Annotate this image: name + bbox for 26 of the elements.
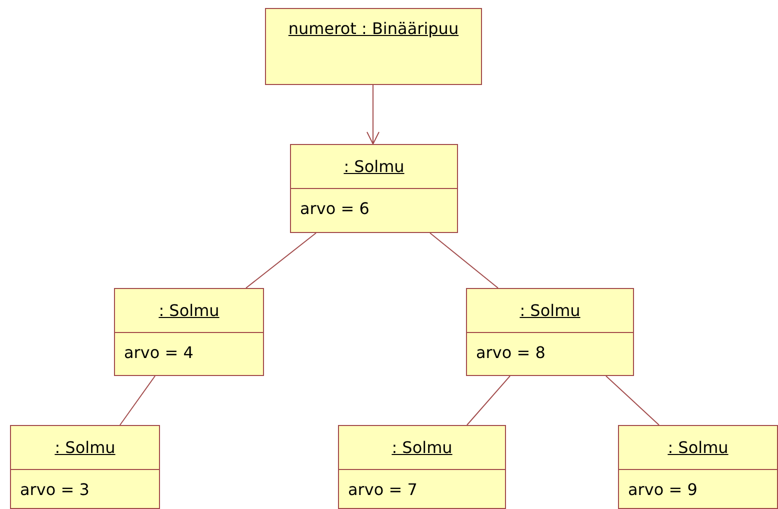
object-name: : Solmu bbox=[520, 301, 580, 320]
link-line bbox=[246, 232, 316, 288]
attribute-text: arvo = 3 bbox=[19, 479, 90, 499]
object-box bbox=[618, 425, 778, 509]
link-line bbox=[430, 232, 498, 288]
arrow bbox=[366, 84, 380, 144]
object-box bbox=[265, 8, 482, 85]
attribute-text: arvo = 4 bbox=[123, 342, 194, 362]
object-box bbox=[466, 288, 634, 376]
link-line bbox=[606, 376, 660, 426]
object-box bbox=[290, 144, 458, 233]
object-name: : Solmu bbox=[392, 438, 452, 457]
attribute-text: arvo = 8 bbox=[475, 342, 546, 362]
link-line bbox=[466, 376, 510, 426]
link-line bbox=[120, 376, 156, 426]
object-box bbox=[114, 288, 264, 376]
attribute-text: arvo = 6 bbox=[299, 198, 370, 218]
object-name: : Solmu bbox=[54, 438, 116, 457]
attribute-text: arvo = 9 bbox=[627, 479, 698, 499]
object-name: : Solmu bbox=[344, 157, 404, 176]
attribute-text: arvo = 7 bbox=[347, 479, 418, 499]
object-box bbox=[338, 425, 506, 509]
object-name: numerot : Binääripuu bbox=[288, 19, 459, 38]
object-name: : Solmu bbox=[668, 438, 728, 457]
object-name: : Solmu bbox=[158, 301, 220, 320]
object-box bbox=[10, 425, 160, 509]
